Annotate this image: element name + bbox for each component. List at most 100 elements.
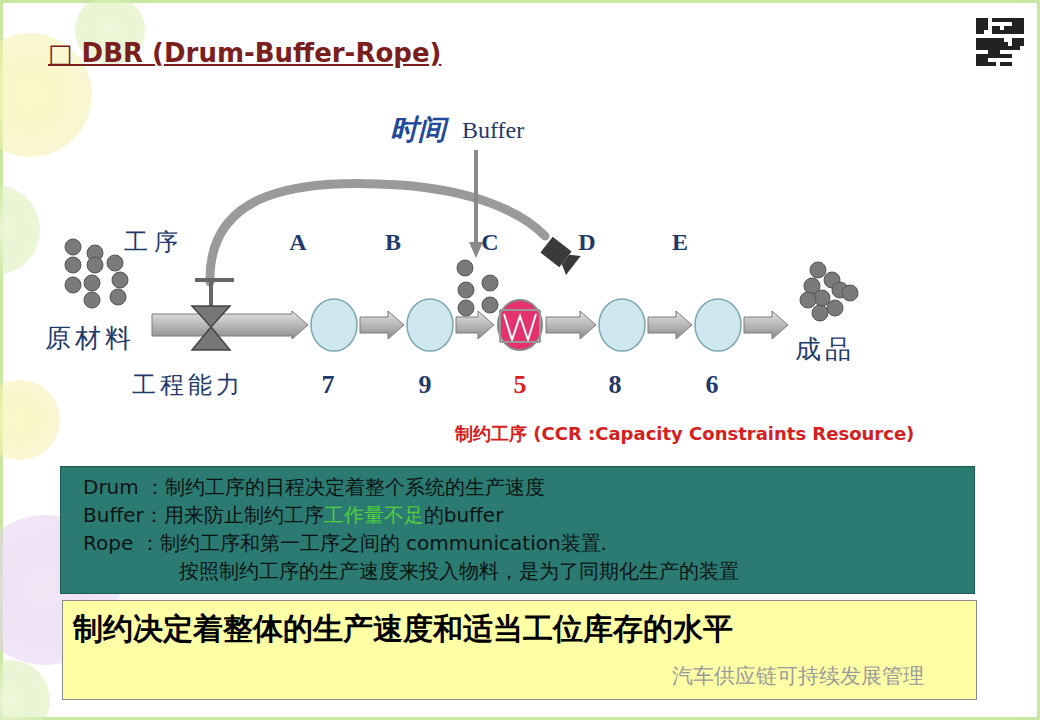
stock-dot bbox=[112, 272, 128, 288]
qr-module bbox=[976, 62, 980, 66]
definition-line: Drum ：制约工序的日程决定着整个系统的生产速度 bbox=[83, 473, 954, 501]
qr-module bbox=[1016, 38, 1020, 42]
buffer-label-cn: 时间 bbox=[390, 111, 446, 149]
rope-line bbox=[210, 183, 545, 282]
qr-module bbox=[1012, 46, 1016, 50]
capacity-number: 7 bbox=[322, 370, 335, 400]
qr-module bbox=[1000, 46, 1004, 50]
flow-arrow bbox=[546, 311, 596, 339]
qr-module bbox=[992, 26, 996, 30]
qr-module bbox=[1012, 42, 1016, 46]
qr-module bbox=[984, 46, 988, 50]
definition-text: 按照制约工序的生产速度来投入物料，是为了同期化生产的装置 bbox=[179, 559, 739, 583]
qr-module bbox=[1020, 38, 1024, 42]
qr-module bbox=[980, 26, 984, 30]
slide-title: □ DBR (Drum-Buffer-Rope) bbox=[48, 38, 441, 68]
watermark: 汽车供应链可持续发展管理 bbox=[672, 662, 924, 690]
qr-module bbox=[976, 26, 980, 30]
capacity-number: 9 bbox=[419, 370, 432, 400]
definition-line: Rope ：制约工序和第一工序之间的 communication装置. bbox=[83, 529, 954, 557]
qr-module bbox=[992, 18, 996, 22]
stock-dot bbox=[65, 239, 81, 255]
qr-module bbox=[996, 38, 1000, 42]
definition-text: Drum ：制约工序的日程决定着整个系统的生产速度 bbox=[83, 475, 545, 499]
buffer-label-en: Buffer bbox=[462, 117, 524, 144]
qr-module bbox=[1000, 62, 1004, 66]
qr-module bbox=[980, 42, 984, 46]
capacity-number: 8 bbox=[609, 370, 622, 400]
flow-arrow bbox=[744, 311, 788, 339]
row-label: 工序 bbox=[124, 226, 184, 258]
stock-dot bbox=[814, 290, 830, 306]
stock-dot bbox=[84, 275, 100, 291]
qr-module bbox=[1004, 62, 1008, 66]
conclusion-text: 制约决定着整体的生产速度和适当工位库存的水平 bbox=[73, 609, 966, 650]
qr-module bbox=[980, 22, 984, 26]
process-letter: A bbox=[289, 229, 306, 256]
bubble bbox=[0, 660, 50, 720]
qr-module bbox=[1008, 62, 1012, 66]
qr-module bbox=[1016, 22, 1020, 26]
rope-end-camera bbox=[539, 235, 581, 275]
process-ellipse bbox=[407, 299, 453, 351]
definition-text: 的buffer bbox=[424, 503, 504, 527]
process-shape bbox=[598, 298, 646, 352]
valve-handle bbox=[195, 278, 234, 282]
qr-module bbox=[996, 26, 1000, 30]
qr-module bbox=[984, 26, 988, 30]
qr-module bbox=[1012, 26, 1016, 30]
qr-module bbox=[1000, 18, 1004, 22]
qr-module bbox=[976, 46, 980, 50]
qr-module bbox=[1020, 22, 1024, 26]
qr-module bbox=[1020, 26, 1024, 30]
qr-module bbox=[1008, 54, 1012, 58]
qr-module bbox=[976, 38, 980, 42]
definition-box: Drum ：制约工序的日程决定着整个系统的生产速度 Buffer：用来防止制约工序… bbox=[60, 466, 975, 594]
qr-module bbox=[1016, 46, 1020, 50]
process-letter: E bbox=[672, 229, 688, 256]
capacity-number: 5 bbox=[514, 370, 527, 400]
process-circle: E6 bbox=[694, 298, 742, 352]
stock-label: 成品 bbox=[795, 332, 855, 367]
qr-module bbox=[1004, 46, 1008, 50]
finished-goods-stock: 成品 bbox=[790, 258, 862, 363]
qr-module bbox=[988, 50, 992, 54]
drum-frame bbox=[500, 310, 540, 342]
qr-module bbox=[984, 42, 988, 46]
process-shape bbox=[496, 298, 544, 352]
qr-module bbox=[996, 54, 1000, 58]
qr-module bbox=[992, 38, 996, 42]
qr-module bbox=[988, 54, 992, 58]
qr-module bbox=[1016, 26, 1020, 30]
qr-module bbox=[980, 46, 984, 50]
stock-dot bbox=[457, 260, 473, 276]
definition-text: Buffer：用来防止制约工序 bbox=[83, 503, 324, 527]
qr-module bbox=[988, 46, 992, 50]
qr-module bbox=[1008, 26, 1012, 30]
qr-module bbox=[984, 54, 988, 58]
qr-module bbox=[980, 30, 984, 34]
process-circle: B9 bbox=[406, 298, 454, 352]
release-valve bbox=[192, 280, 234, 350]
process-shape bbox=[310, 298, 358, 352]
stock-dot bbox=[812, 305, 828, 321]
qr-module bbox=[976, 42, 980, 46]
process-shape bbox=[694, 298, 742, 352]
definition-text: 工作量不足 bbox=[324, 503, 424, 527]
stock-dot bbox=[842, 285, 858, 301]
qr-module bbox=[996, 42, 1000, 46]
qr-module bbox=[988, 42, 992, 46]
stock-dot bbox=[107, 255, 123, 271]
bubble bbox=[0, 380, 60, 460]
stock-dot bbox=[87, 257, 103, 273]
qr-module bbox=[980, 38, 984, 42]
definition-text: Rope ：制约工序和第一工序之间的 communication装置. bbox=[83, 531, 607, 555]
qr-module bbox=[1000, 54, 1004, 58]
process-shape bbox=[406, 298, 454, 352]
qr-module bbox=[996, 30, 1000, 34]
valve-stem bbox=[209, 280, 213, 306]
valve-lower bbox=[192, 327, 230, 350]
flow-arrow bbox=[360, 311, 404, 339]
qr-module bbox=[988, 38, 992, 42]
